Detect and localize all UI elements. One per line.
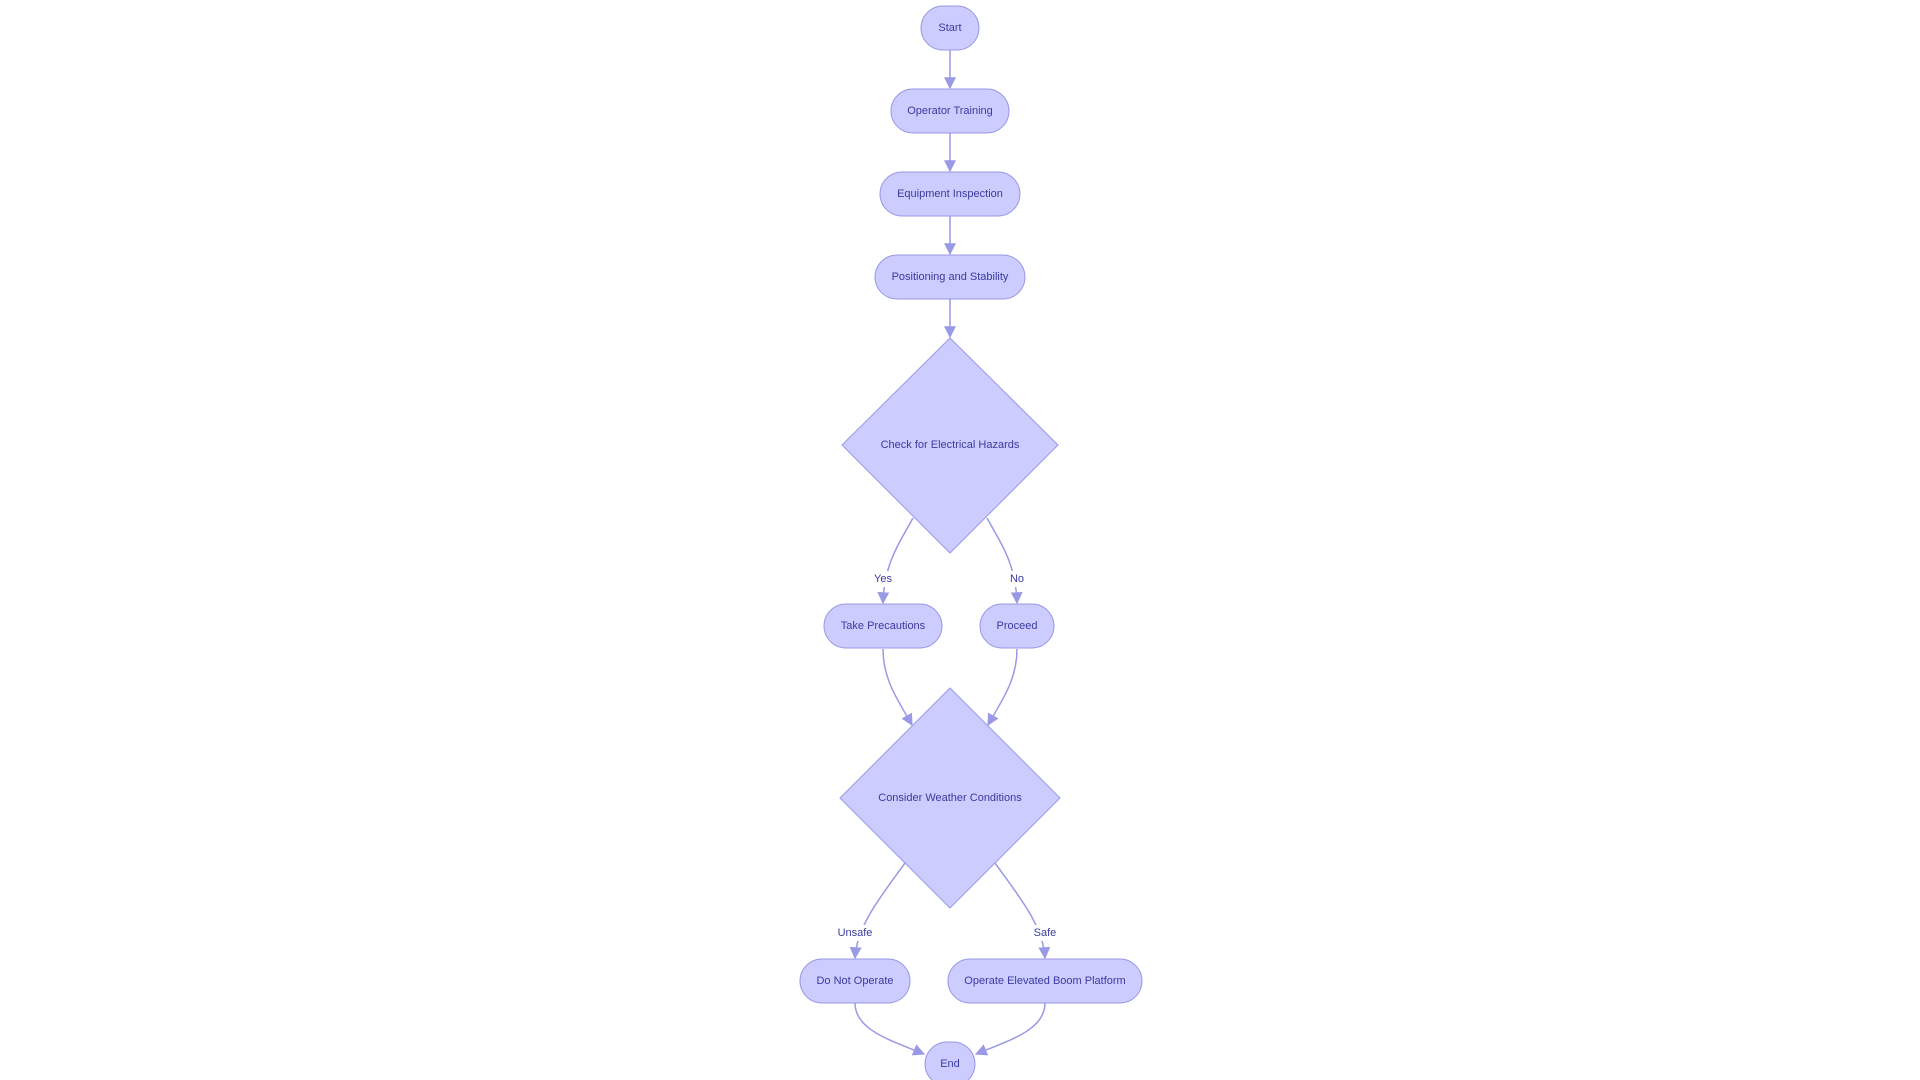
edge-electrical-yes <box>877 517 914 605</box>
node-equipment-inspection-label: Equipment Inspection <box>897 188 1003 200</box>
edges <box>849 50 1051 1056</box>
node-do-not-operate-label: Do Not Operate <box>816 975 893 987</box>
node-consider-weather-label: Consider Weather Conditions <box>878 792 1022 804</box>
node-take-precautions-label: Take Precautions <box>841 620 926 632</box>
node-consider-weather[interactable]: Consider Weather Conditions <box>839 687 1061 909</box>
edge-labels: Yes No Unsafe Safe <box>834 571 1061 941</box>
edge-label-no: No <box>1010 573 1024 585</box>
node-positioning-stability-label: Positioning and Stability <box>892 271 1009 283</box>
edge-weather-unsafe <box>849 862 906 960</box>
edge-electrical-no <box>986 517 1023 605</box>
node-operate-platform-label: Operate Elevated Boom Platform <box>964 975 1125 987</box>
edge-operate-to-end <box>974 1002 1046 1056</box>
edge-proceed-to-weather <box>987 648 1018 727</box>
node-take-precautions[interactable]: Take Precautions <box>823 603 943 649</box>
node-operator-training-label: Operator Training <box>907 105 993 117</box>
node-end[interactable]: End <box>924 1041 976 1080</box>
node-start-label: Start <box>938 22 961 34</box>
edge-weather-safe <box>994 862 1051 960</box>
nodes: Start Operator Training Equipment Inspec… <box>799 5 1143 1080</box>
node-operate-platform[interactable]: Operate Elevated Boom Platform <box>947 958 1143 1004</box>
node-proceed[interactable]: Proceed <box>979 603 1055 649</box>
node-do-not-operate[interactable]: Do Not Operate <box>799 958 911 1004</box>
edge-label-yes: Yes <box>874 573 892 585</box>
node-end-label: End <box>940 1058 960 1070</box>
edge-precautions-to-weather <box>882 648 913 727</box>
node-check-electrical-hazards-label: Check for Electrical Hazards <box>881 439 1020 451</box>
node-equipment-inspection[interactable]: Equipment Inspection <box>879 171 1021 217</box>
node-start[interactable]: Start <box>920 5 980 51</box>
node-positioning-stability[interactable]: Positioning and Stability <box>874 254 1026 300</box>
node-operator-training[interactable]: Operator Training <box>890 88 1010 134</box>
edge-label-safe: Safe <box>1034 927 1057 939</box>
node-check-electrical-hazards[interactable]: Check for Electrical Hazards <box>841 337 1059 554</box>
node-proceed-label: Proceed <box>997 620 1038 632</box>
edge-donotoperate-to-end <box>854 1002 926 1056</box>
edge-label-unsafe: Unsafe <box>838 927 873 939</box>
